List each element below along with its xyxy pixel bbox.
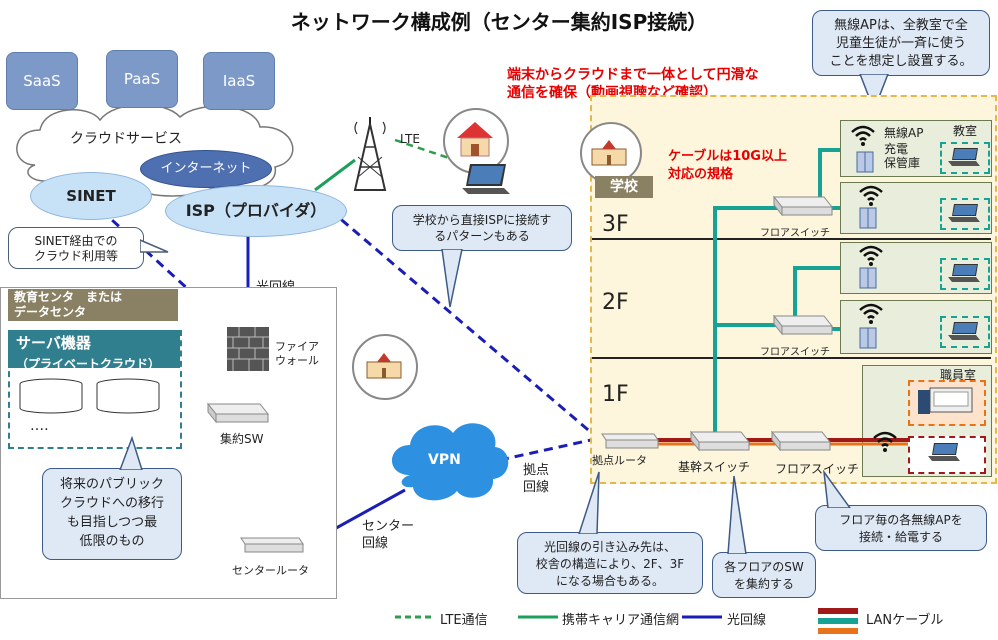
base-router-label: 拠点ルータ (592, 454, 647, 467)
fiber-entry-callout-tail (578, 471, 600, 534)
house-icon (457, 122, 493, 157)
charging-label: 充電 保管庫 (884, 142, 921, 170)
legend-lan-swatch (818, 608, 858, 634)
server-storage-icon-2 (96, 378, 160, 414)
wireless-callout-tail (859, 74, 889, 113)
legend-fiber-swatch (682, 615, 722, 619)
aggregate-switch-label: 集約SW (220, 432, 264, 446)
fiber-entry-callout: 光回線の引き込み先は、 校舎の構造により、2F、3F になる場合もある。 (517, 532, 703, 594)
legend-fiber-label: 光回線 (727, 613, 767, 628)
legend-lte-swatch (395, 615, 435, 619)
staff-room-label: 職員室 (940, 368, 977, 382)
aggregate-sw-callout: 各フロアのSW を集約する (712, 552, 816, 598)
cable-note: ケーブルは10G以上 対応の規格 (668, 149, 787, 182)
saas-box: SaaS (6, 52, 78, 110)
firewall-label: ファイア ウォール (275, 340, 319, 367)
isp-direct-callout-tail (441, 249, 463, 308)
floor-divider-2f (592, 357, 991, 359)
floor-ap-callout: フロア毎の各無線APを 接続・給電する (815, 505, 987, 551)
floor-switch-label-2f: フロアスイッチ (760, 347, 830, 358)
floor-switch-icon-1f (770, 430, 832, 452)
laptop-icon-3f-a (948, 148, 980, 166)
server-storage-icon-1 (19, 378, 83, 414)
carrier-line (314, 158, 356, 192)
cloud-service-label: クラウドサービス (70, 131, 182, 147)
sinet-usage-callout: SINET経由での クラウド利用等 (8, 227, 144, 269)
firewall-icon (227, 327, 269, 371)
iaas-box: IaaS (203, 52, 275, 110)
laptop-icon-3f-b (948, 204, 980, 222)
server-title-bar: サーバ機器 （プライベートクラウド） (8, 330, 180, 371)
charging-cabinet-icon-3f-b (859, 207, 877, 229)
legend-lan-label: LANケーブル (866, 613, 944, 628)
server-dots: ‥‥ (30, 418, 49, 434)
floor-label-3f: 3F (602, 212, 629, 237)
base-line-label: 拠点 回線 (523, 463, 550, 495)
backbone-switch-label: 基幹スイッチ (678, 460, 751, 474)
laptop-group-2f-b (940, 316, 990, 348)
charging-cabinet-icon-2f-a (859, 267, 877, 289)
floor-switch-label-1f: フロアスイッチ (775, 462, 860, 476)
vpn-label: VPN (428, 452, 461, 468)
floor-ap-callout-tail (823, 470, 851, 508)
floor-switch-icon-3f (772, 195, 834, 217)
wifi-icon-3f-b (859, 185, 883, 206)
vpn-cloud (391, 423, 509, 501)
internet-ellipse: インターネット (140, 150, 272, 188)
floor-switch-icon-2f (772, 314, 834, 336)
isp-direct-callout: 学校から直接ISPに接続す るパターンもある (392, 205, 572, 251)
sinet-callout-tail (140, 239, 169, 253)
wireless-ap-callout: 無線APは、全教室で全 児童生徒が一斉に使う ことを想定し設置する。 (812, 10, 990, 76)
legend-carrier-swatch (518, 615, 558, 619)
laptop-group-3f-a (940, 142, 990, 174)
charging-cabinet-icon-3f-a (856, 151, 874, 173)
future-callout-tail (119, 436, 143, 470)
laptop-icon-2f-a (948, 264, 980, 282)
wifi-icon-3f-a (851, 125, 875, 146)
isp-label: ISP（プロバイダ） (185, 201, 327, 220)
laptop-group-2f-a (940, 258, 990, 290)
aggregate-callout-tail (727, 475, 747, 554)
school-building-icon-center (366, 353, 402, 379)
wifi-icon-2f-b (859, 303, 883, 324)
floor-switch-label-3f: フロアスイッチ (760, 228, 830, 239)
sinet-fiber-line (88, 198, 202, 302)
center-router-icon (240, 537, 304, 553)
isp-ellipse: ISP（プロバイダ） (165, 185, 347, 237)
wifi-icon-2f-a (859, 245, 883, 266)
backbone-switch-icon (689, 430, 751, 452)
wifi-icon-1f (873, 431, 897, 452)
home-laptop-icon (462, 164, 510, 194)
center-router-label: センタールータ (232, 564, 309, 577)
floor-label-1f: 1F (602, 382, 629, 407)
legend-carrier-label: 携帯キャリア通信網 (562, 613, 680, 628)
base-router-icon (601, 433, 659, 449)
aggregate-switch-icon (206, 402, 270, 424)
charging-cabinet-icon-2f-b (859, 327, 877, 349)
laptop-group-3f-b (940, 198, 990, 230)
vpn-base-line (499, 436, 601, 462)
paas-box: PaaS (106, 50, 178, 108)
internet-label: インターネット (160, 161, 252, 176)
center-title: 教育センタ または データセンタ (8, 289, 178, 321)
center-line-label: センター 回線 (362, 519, 415, 551)
laptop-icon-2f-b (948, 322, 980, 340)
future-cloud-callout: 将来のパブリック クラウドへの移行 も目指しつつ最 低限のもの (42, 468, 182, 560)
wireless-ap-label: 無線AP (884, 126, 924, 140)
school-building-icon (591, 140, 627, 166)
floor-divider-3f (592, 238, 991, 240)
lte-tower-icon (353, 117, 387, 191)
page-title: ネットワーク構成例（センター集約ISP接続） (290, 10, 708, 34)
server-subtitle: （プライベートクラウド） (16, 357, 161, 371)
classroom-label: 教室 (953, 124, 978, 138)
floor-label-2f: 2F (602, 290, 629, 315)
sinet-ellipse: SINET (30, 172, 152, 220)
school-label: 学校 (595, 176, 653, 198)
lte-label: LTE (400, 132, 420, 146)
server-title: サーバ機器 (16, 334, 91, 352)
staff-laptop-icon (928, 443, 960, 461)
staff-desktop-icon (918, 387, 973, 414)
sinet-label: SINET (66, 187, 116, 205)
legend-lte-label: LTE通信 (440, 613, 488, 628)
